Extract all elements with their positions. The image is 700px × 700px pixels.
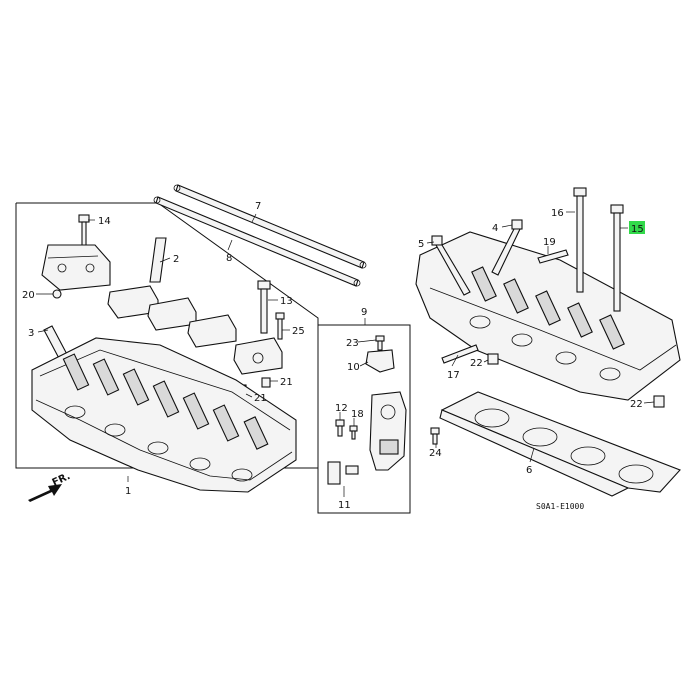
cylinder-head-1	[31, 337, 297, 493]
callout-16: 16	[551, 208, 564, 219]
callout-2: 2	[173, 254, 179, 265]
dowel-pin-2	[149, 237, 167, 283]
stud-5	[431, 235, 471, 296]
callout-11: 11	[338, 500, 351, 511]
gasket-11	[327, 461, 359, 485]
callout-13: 13	[280, 296, 293, 307]
callout-18: 18	[351, 409, 364, 420]
callout-3: 3	[28, 328, 34, 339]
callout-22-left: 22	[470, 358, 483, 369]
washer-20	[52, 289, 62, 299]
callout-21-lower: 21	[254, 393, 267, 404]
callout-5: 5	[418, 239, 424, 250]
pin-19	[537, 249, 569, 264]
cylinder-head-right	[415, 231, 681, 401]
plug-4	[491, 219, 523, 276]
bolt-18	[349, 425, 358, 440]
bolt-25	[275, 312, 285, 340]
spool-valve	[369, 391, 407, 471]
bolt-23	[375, 335, 385, 351]
stud-17	[441, 344, 479, 364]
callout-7: 7	[255, 201, 261, 212]
callout-8: 8	[226, 253, 232, 264]
bolt-24	[430, 427, 440, 445]
bolt-14	[78, 214, 90, 247]
bolt-13	[257, 280, 271, 334]
callout-4: 4	[492, 223, 498, 234]
dowel-22-left	[487, 353, 499, 365]
front-direction-arrow	[28, 484, 62, 502]
dowel-21-upper	[261, 377, 271, 388]
middle-group-frame	[317, 324, 411, 514]
callout-6: 6	[526, 465, 532, 476]
callout-19: 19	[543, 237, 556, 248]
callout-23: 23	[346, 338, 359, 349]
callout-21-upper: 21	[280, 377, 293, 388]
callout-1: 1	[125, 486, 131, 497]
callout-14: 14	[98, 216, 111, 227]
callout-15-highlight	[629, 221, 645, 234]
callout-17: 17	[447, 370, 460, 381]
callout-24: 24	[429, 448, 442, 459]
rocker-shaft-8	[153, 196, 361, 287]
callout-9: 9	[361, 307, 367, 318]
callout-25: 25	[292, 326, 305, 337]
leader-lines	[36, 211, 655, 497]
front-direction-label: FR.	[51, 471, 72, 489]
bolt-15	[610, 204, 624, 312]
head-gasket-6	[439, 391, 681, 497]
callout-20: 20	[22, 290, 35, 301]
callout-12: 12	[335, 403, 348, 414]
diagram-code: S0A1-E1000	[536, 502, 584, 511]
bolt-16	[573, 187, 587, 293]
callout-10: 10	[347, 362, 360, 373]
bolt-12	[335, 419, 345, 437]
rocker-shaft-7	[173, 184, 367, 269]
callout-15: 15	[631, 224, 644, 235]
dowel-22-right	[653, 395, 665, 408]
bracket-10	[365, 349, 395, 373]
callout-22-right: 22	[630, 399, 643, 410]
rocker-holder-assembly	[41, 244, 283, 375]
